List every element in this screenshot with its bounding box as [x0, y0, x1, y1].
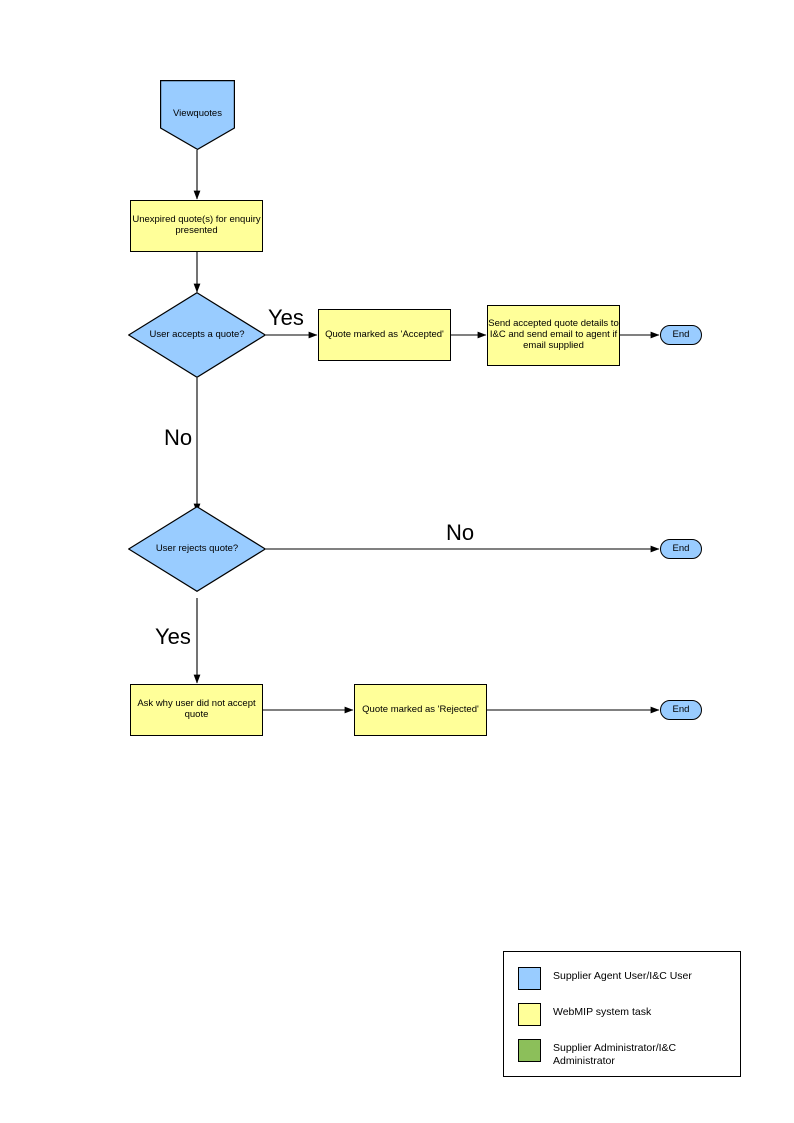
- node-send-accepted-details[interactable]: Send accepted quote details to I&C and s…: [487, 305, 620, 366]
- node-end-rejected[interactable]: End: [660, 700, 702, 720]
- node-unexpired-quotes[interactable]: Unexpired quote(s) for enquiry presented: [130, 200, 263, 252]
- node-quote-marked-accepted[interactable]: Quote marked as 'Accepted': [318, 309, 451, 361]
- edge-label-accepts-no: No: [164, 425, 193, 450]
- node-start-viewquotes[interactable]: Viewquotes: [160, 80, 235, 150]
- legend-label-supplier-agent: Supplier Agent User/I&C User: [553, 970, 692, 982]
- edge-label-accepts-yes: Yes: [268, 305, 304, 330]
- node-end-no-reject-label: End: [672, 542, 690, 554]
- node-send-accepted-details-label: Send accepted quote details to I&C and s…: [488, 318, 619, 351]
- node-decision-user-accepts[interactable]: User accepts a quote?: [128, 292, 266, 378]
- node-end-rejected-label: End: [672, 703, 690, 715]
- legend-label-supplier-admin: Supplier Administrator/I&C Administrator: [553, 1042, 677, 1068]
- legend-item-webmip-task: WebMIP system task: [518, 1003, 651, 1026]
- node-decision-user-rejects[interactable]: User rejects quote?: [128, 506, 266, 592]
- decision-diamond-shape: [128, 506, 266, 592]
- edge-label-rejects-no: No: [446, 520, 475, 545]
- legend-swatch-yellow: [518, 1003, 541, 1026]
- node-end-accepted[interactable]: End: [660, 325, 702, 345]
- legend: Supplier Agent User/I&C User WebMIP syst…: [503, 951, 741, 1077]
- legend-swatch-green: [518, 1039, 541, 1062]
- legend-item-supplier-agent: Supplier Agent User/I&C User: [518, 967, 692, 990]
- node-quote-marked-rejected[interactable]: Quote marked as 'Rejected': [354, 684, 487, 736]
- node-quote-marked-accepted-label: Quote marked as 'Accepted': [325, 328, 444, 340]
- decision-diamond-shape: [128, 292, 266, 378]
- node-end-accepted-label: End: [672, 328, 690, 340]
- edge-label-rejects-yes: Yes: [155, 624, 191, 649]
- node-end-no-reject[interactable]: End: [660, 539, 702, 559]
- node-quote-marked-rejected-label: Quote marked as 'Rejected': [362, 703, 479, 715]
- node-unexpired-quotes-label: Unexpired quote(s) for enquiry presented: [132, 214, 261, 236]
- node-ask-why[interactable]: Ask why user did not accept quote: [130, 684, 263, 736]
- node-ask-why-label: Ask why user did not accept quote: [137, 698, 256, 720]
- legend-item-supplier-admin: Supplier Administrator/I&C Administrator: [518, 1039, 740, 1068]
- legend-swatch-blue: [518, 967, 541, 990]
- start-pentagon-shape: [160, 80, 235, 150]
- legend-label-webmip-task: WebMIP system task: [553, 1006, 652, 1018]
